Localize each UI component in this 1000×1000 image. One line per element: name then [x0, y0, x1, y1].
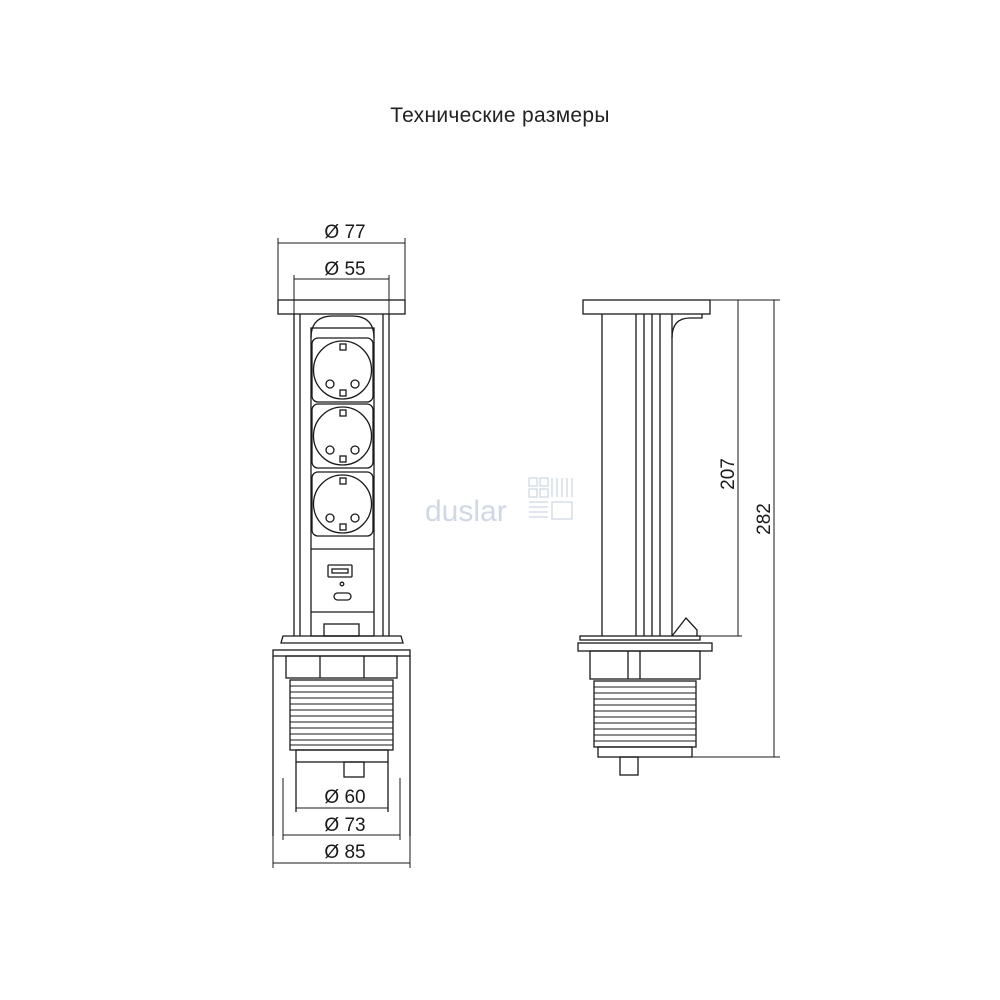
usb-a-port [327, 564, 353, 578]
dim-total-height: 282 [754, 503, 775, 535]
dim-body-height: 207 [718, 458, 739, 490]
svg-text:duslar: duslar [425, 495, 507, 528]
dim-top-inner: Ø 55 [324, 259, 365, 280]
dim-base-mid: Ø 73 [324, 815, 365, 836]
side-dimensions [692, 299, 780, 758]
front-dimensions [272, 238, 411, 868]
dim-base-outer: Ø 85 [324, 842, 365, 863]
duslar-logo: duslar [425, 477, 573, 528]
socket-1 [311, 337, 374, 403]
usb-c-port [333, 592, 352, 601]
page-title: Технические размеры [390, 104, 610, 127]
front-view [272, 299, 411, 836]
side-view [577, 299, 713, 776]
socket-3 [311, 471, 374, 537]
dim-base-inner: Ø 60 [324, 787, 365, 808]
dim-top-outer: Ø 77 [324, 222, 365, 243]
socket-2 [311, 403, 374, 469]
